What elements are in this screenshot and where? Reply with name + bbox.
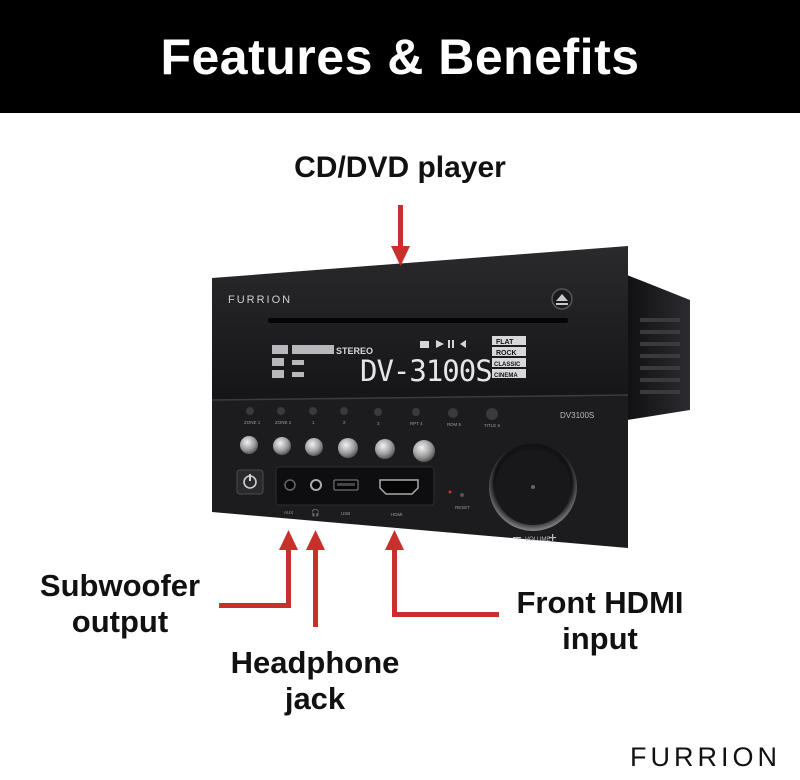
eq-mode-flat: FLAT [496, 339, 514, 346]
transport-icons [420, 340, 466, 348]
port-labels: AUX 🎧 USB HDMI RESET [284, 505, 470, 517]
zone-label-2: ZONE 2 [275, 420, 292, 425]
eq-mode-rock: ROCK [496, 350, 517, 357]
lcd-display: STEREO DV-3100S FLAT ROCK CLASSIC CINEMA [272, 336, 526, 388]
headphone-icon: 🎧 [311, 508, 320, 517]
callout-hdmi-line2: input [562, 621, 638, 656]
subwoofer-aux-port[interactable] [284, 479, 296, 491]
eq-mode-cinema: CINEMA [494, 373, 518, 379]
hdmi-port[interactable] [379, 479, 419, 495]
reset-button[interactable] [460, 493, 464, 497]
port-label-hdmi: HDMI [391, 512, 403, 517]
callout-headphone-line1: Headphone [230, 645, 400, 680]
zone-label-4: 2 [343, 420, 346, 425]
callout-subwoofer-line1: Subwoofer [39, 568, 201, 603]
zone-label-1: ZONE 1 [244, 420, 261, 425]
preset-small-buttons[interactable] [246, 407, 498, 420]
zone-label-5: 3 [377, 421, 380, 426]
volume-knob[interactable] [489, 443, 577, 531]
header-banner: Features & Benefits [0, 0, 800, 113]
preset-buttons[interactable] [240, 436, 435, 462]
disc-slot[interactable] [268, 318, 568, 323]
volume-label: VOLUME [525, 537, 550, 543]
port-label-reset: RESET [455, 505, 470, 510]
preset-labels: ZONE 1 ZONE 2 1 2 3 RPT 4 RDM 5 TITLE 6 [244, 420, 501, 428]
zone-label-8: TITLE 6 [484, 423, 501, 428]
callout-hdmi-line1: Front HDMI [516, 585, 684, 620]
device-model: DV3100S [560, 411, 594, 420]
callout-front-hdmi-input: Front HDMI input [500, 585, 700, 657]
callout-cd-dvd-text: CD/DVD player [294, 151, 506, 184]
callout-cd-dvd-player: CD/DVD player [0, 150, 800, 186]
port-label-usb: USB [341, 511, 350, 516]
eq-mode-classic: CLASSIC [494, 362, 521, 368]
eject-icon [556, 294, 568, 301]
ir-sensor [448, 490, 452, 494]
display-model-text: DV-3100S [360, 354, 492, 388]
callout-headphone-jack: Headphone jack [200, 645, 430, 717]
zone-label-6: RPT 4 [410, 421, 423, 426]
callout-headphone-line2: jack [284, 681, 346, 716]
zone-label-7: RDM 5 [447, 422, 461, 427]
device-brand: FURRION [228, 294, 292, 306]
headphone-port[interactable] [310, 479, 322, 491]
port-panel [275, 466, 435, 506]
page-title: Features & Benefits [160, 28, 640, 85]
power-button[interactable] [236, 469, 264, 495]
arrow-icon [219, 205, 499, 627]
footer-brand-logo: FURRION [630, 742, 781, 772]
port-label-aux: AUX [284, 510, 293, 515]
callout-subwoofer-line2: output [71, 604, 169, 639]
eq-mode-list: FLAT ROCK CLASSIC CINEMA [492, 336, 526, 379]
eject-button[interactable] [551, 288, 573, 310]
callout-subwoofer-output: Subwoofer output [20, 568, 220, 640]
zone-label-3: 1 [312, 420, 315, 425]
mounting-bracket [627, 275, 690, 420]
display-stereo: STEREO [336, 346, 373, 356]
